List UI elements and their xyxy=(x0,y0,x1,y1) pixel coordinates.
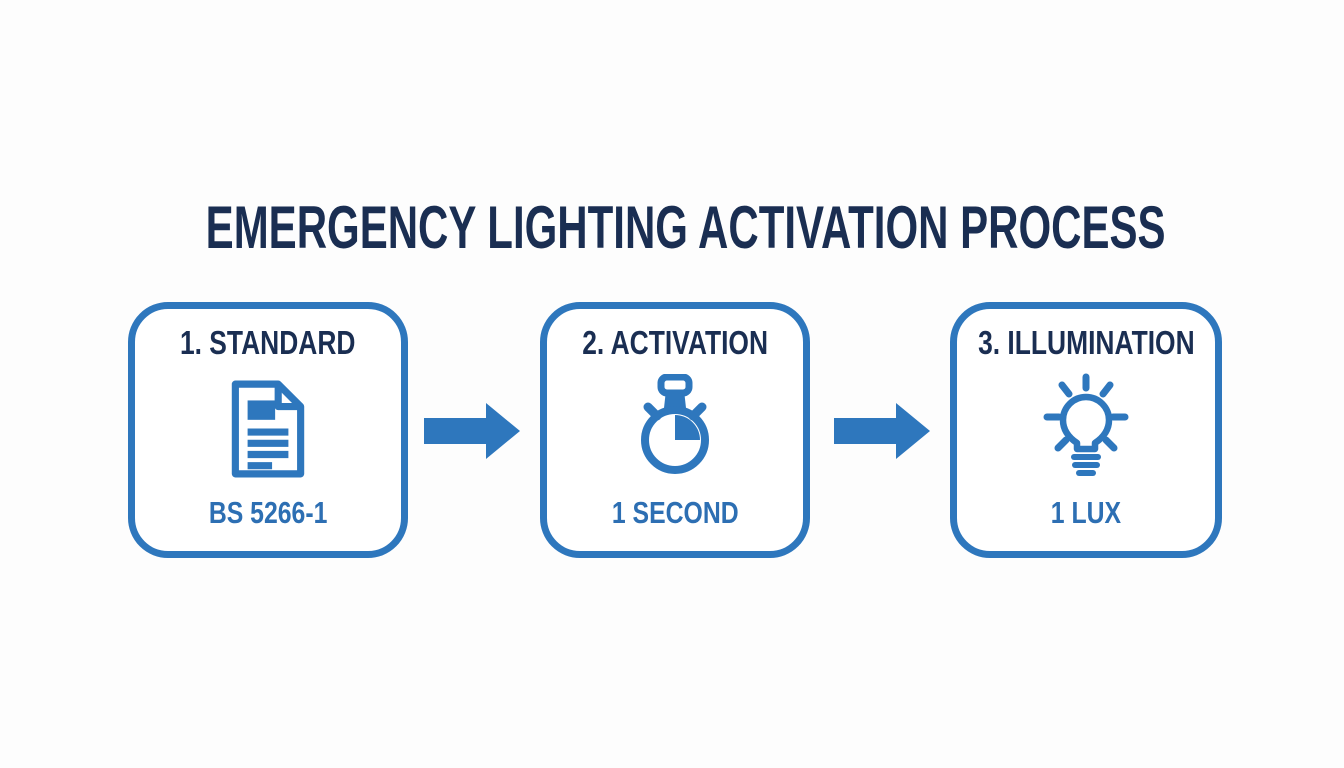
document-icon xyxy=(225,362,311,496)
arrow-right-icon xyxy=(834,402,930,460)
arrow-right-icon xyxy=(424,402,520,460)
step-box-activation: 2. ACTIVATION 1 SECOND xyxy=(540,302,810,558)
step-label: 1. STANDARD xyxy=(180,324,356,361)
step-label: 3. ILLUMINATION xyxy=(977,324,1195,361)
step-box-standard: 1. STANDARD BS 5266-1 xyxy=(128,302,408,558)
lightbulb-icon xyxy=(1031,362,1141,496)
page-title: EMERGENCY LIGHTING ACTIVATION PROCESS xyxy=(0,198,1344,258)
step-value: 1 LUX xyxy=(1050,495,1122,530)
stopwatch-icon xyxy=(623,362,727,496)
step-value: 1 SECOND xyxy=(611,495,739,530)
step-value: BS 5266-1 xyxy=(208,495,328,530)
page-title-text: EMERGENCY LIGHTING ACTIVATION PROCESS xyxy=(205,194,1166,262)
step-box-illumination: 3. ILLUMINATION 1 LUX xyxy=(950,302,1222,558)
step-label: 2. ACTIVATION xyxy=(582,324,768,361)
